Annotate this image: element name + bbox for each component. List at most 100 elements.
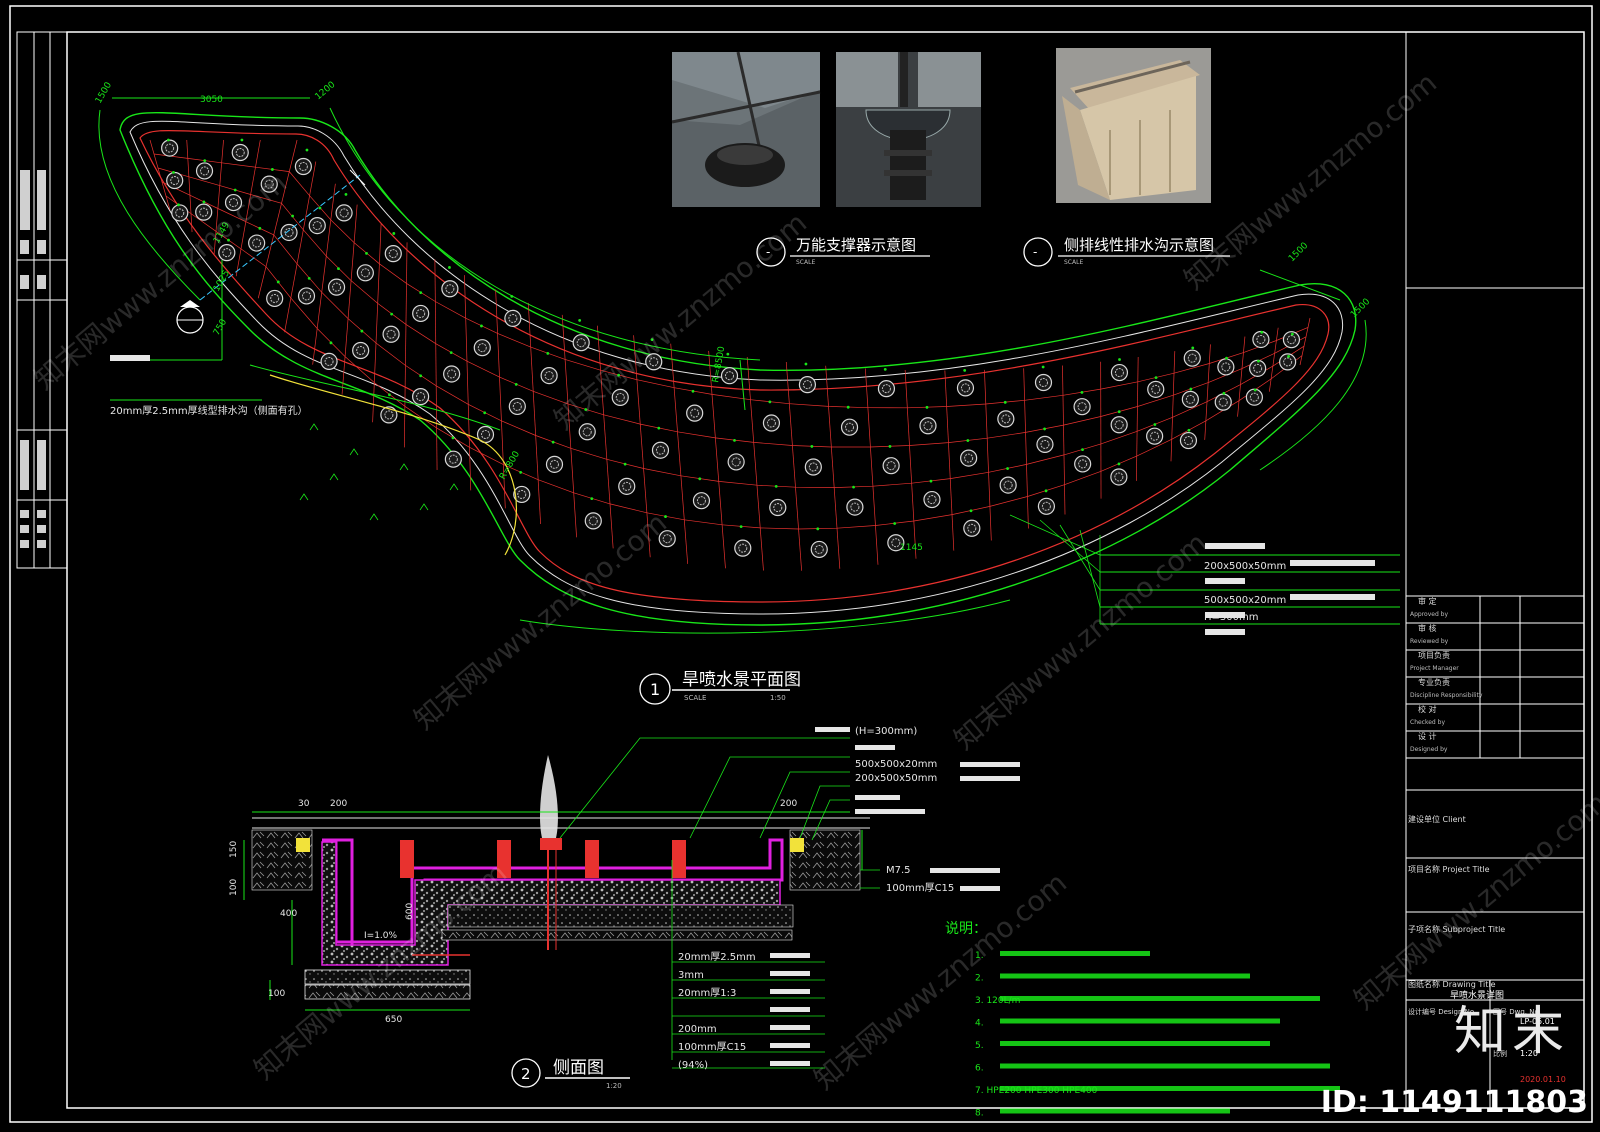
fountain-nozzle xyxy=(1252,330,1270,349)
plan-grid-radial xyxy=(257,139,298,299)
fountain-nozzle xyxy=(1146,427,1164,445)
plan-grid-ring xyxy=(165,195,1303,530)
fountain-nozzle xyxy=(1034,373,1053,392)
section-dimension-label: 200 xyxy=(780,799,797,809)
fountain-nozzle xyxy=(611,388,629,406)
general-note-item: 8. xyxy=(975,1109,984,1119)
fountain-nozzle xyxy=(762,414,781,432)
section-title: 侧面图 xyxy=(553,1058,604,1078)
plan-pool-edge xyxy=(139,129,1330,603)
inner-frame xyxy=(66,31,1585,1109)
fountain-nozzle xyxy=(798,376,817,394)
plan-note-drain: 20mm厚2.5mm厚线型排水沟（侧面有孔） xyxy=(110,404,308,417)
plan-grid-radial xyxy=(670,343,689,564)
reference-photos: - 万能支撑器示意图 SCALE - 侧排线性排水沟示意图 SCALE xyxy=(671,48,1230,267)
fountain-nozzle xyxy=(645,353,663,371)
plan-grid-radial xyxy=(186,139,193,233)
fountain-nozzle xyxy=(997,410,1015,428)
fountain-nozzle xyxy=(508,397,526,416)
plan-grid-radial xyxy=(904,370,917,559)
general-note-item: 3. 120L/m xyxy=(975,996,1020,1006)
plan-dimension-label: 3050 xyxy=(200,95,223,105)
plan-grid-radial xyxy=(633,335,651,558)
plan-grid-radial xyxy=(1062,365,1066,515)
plan-dimension-label: 1500 xyxy=(94,80,114,105)
fountain-nozzle xyxy=(224,193,243,212)
fountain-nozzle xyxy=(384,245,402,263)
general-note-item: 6. xyxy=(975,1064,984,1074)
plan-scale-label: SCALE xyxy=(684,694,706,702)
fountain-nozzle xyxy=(1073,398,1091,416)
plan-grid-radial xyxy=(708,350,726,569)
plan-dimension-label: 1500 xyxy=(1349,297,1372,320)
general-note-line xyxy=(1000,996,1320,1001)
fountain-nozzle xyxy=(1179,431,1198,450)
binding-strip-text xyxy=(20,170,46,548)
fountain-nozzle xyxy=(769,498,787,517)
plan-grid-radial xyxy=(284,161,317,333)
fountain-nozzle xyxy=(720,367,739,385)
tb-scale-label: 比例 xyxy=(1493,1049,1507,1058)
fountain-nozzle xyxy=(473,339,491,357)
general-notes: 说明： 1.2.3. 120L/m4.5.6.7. HPE200 HPE300 … xyxy=(945,921,1340,1119)
fountain-nozzle xyxy=(960,449,978,467)
tb-role-cn: 专业负责 xyxy=(1418,677,1450,687)
fountain-nozzle xyxy=(412,304,430,323)
plan-dimension-label: 1500 xyxy=(1287,241,1310,264)
fountain-nozzle xyxy=(513,485,531,504)
plan-grid-radial xyxy=(1299,317,1311,366)
title-block xyxy=(1405,32,1584,1108)
section-dimension-label: 100 xyxy=(229,879,239,896)
section-bottom-note-cn xyxy=(770,1007,810,1012)
general-note-line xyxy=(1000,1108,1230,1114)
plan-dimension-label: 750 xyxy=(212,317,229,337)
plan-grid-radial xyxy=(825,365,841,569)
section-cn-strokes xyxy=(815,727,1020,891)
fountain-nozzle xyxy=(1110,468,1128,486)
section-dimension-label: 650 xyxy=(385,1015,402,1025)
photo-2-caption: 侧排线性排水沟示意图 xyxy=(1064,236,1214,254)
plan-grid-radial xyxy=(235,139,261,277)
fountain-nozzle xyxy=(887,534,905,552)
photo-linear-drain xyxy=(1056,48,1211,203)
plan-grid-radial xyxy=(1204,344,1211,440)
tb-scale: 1:20 xyxy=(1520,1049,1538,1058)
fountain-nozzle xyxy=(810,540,828,559)
plan-dimension-label: 1200 xyxy=(314,80,338,103)
plan-grid-radial xyxy=(372,224,382,423)
general-note-line xyxy=(1000,1086,1340,1091)
tb-role-en: Project Manager xyxy=(1410,665,1459,672)
fountain-nozzle xyxy=(248,234,266,252)
section-bottom-note-cn xyxy=(770,971,810,976)
fountain-nozzle xyxy=(504,309,522,327)
fountain-nozzle xyxy=(327,278,346,296)
general-note-item: 4. xyxy=(975,1019,984,1029)
fountain-nozzle xyxy=(846,498,864,516)
general-note-line xyxy=(1000,1041,1270,1046)
plan-grid-radial xyxy=(341,204,358,395)
fountain-nozzle xyxy=(877,380,896,398)
fountain-nozzle xyxy=(441,280,459,298)
fountain-nozzle xyxy=(658,530,676,548)
fountain-nozzle xyxy=(1282,331,1301,349)
plan-grid-radial xyxy=(403,242,408,448)
section-leaders-top xyxy=(559,737,880,1069)
fountain-nozzle xyxy=(1037,497,1056,515)
section-bottom-note-cn xyxy=(770,1043,810,1048)
plan-grid-radial xyxy=(984,369,992,541)
tb-role-cn: 审 定 xyxy=(1418,596,1437,606)
tb-role-cn: 项目负责 xyxy=(1418,650,1450,660)
fountain-nozzle xyxy=(352,341,370,360)
section-bottom-note-cn xyxy=(770,1025,810,1030)
fountain-nozzle xyxy=(294,157,312,176)
plan-grid-radial xyxy=(1136,356,1139,481)
section-note-concrete: 100mm厚C15 xyxy=(886,882,954,894)
fountain-nozzle xyxy=(1036,435,1054,453)
plan-dimension-label: R=800 xyxy=(498,449,522,481)
plan-note-stone-b: 500x500x20mm xyxy=(1204,595,1286,606)
section-bottom-note-cn xyxy=(770,953,810,958)
tb-design-no-label: 设计编号 Design No. xyxy=(1408,1007,1476,1016)
fountain-nozzle xyxy=(692,492,711,510)
fountain-nozzle xyxy=(999,476,1017,494)
section-marker xyxy=(176,300,204,334)
